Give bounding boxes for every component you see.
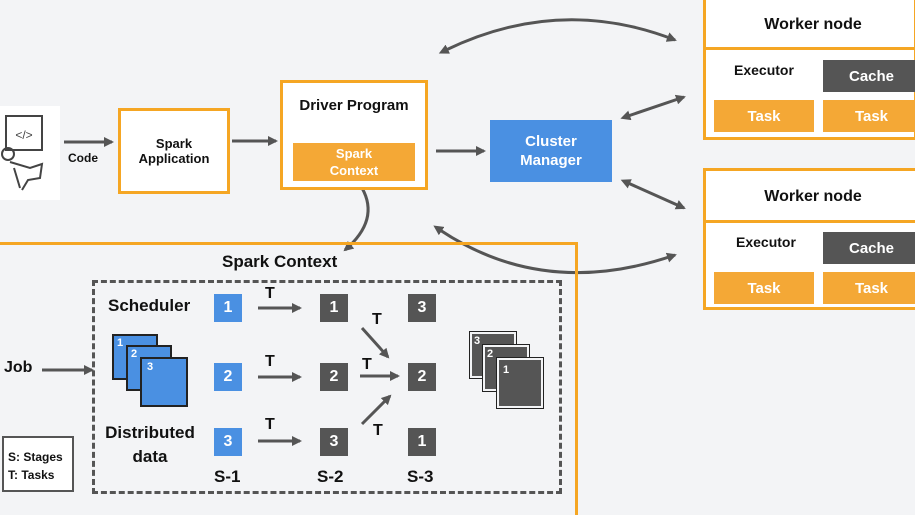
driver-program-title: Driver Program <box>299 97 409 114</box>
arrow-task-s2-1 <box>360 326 390 359</box>
output-block-1: 1 <box>496 357 544 409</box>
task-label-s2-3: T <box>373 422 383 439</box>
worker-node-1-cache: Cache <box>823 60 915 92</box>
output-block-2-label: 2 <box>487 348 494 360</box>
spark-context-chip-line2: Context <box>329 163 379 178</box>
stage3-block-bottom: 1 <box>408 428 436 456</box>
stage1-block-2: 2 <box>214 363 242 391</box>
stage-label-1: S-1 <box>214 467 241 486</box>
arrow-task-s2-3 <box>360 394 392 426</box>
output-block-1-label: 1 <box>503 364 510 376</box>
spark-application-box: Spark Application <box>118 108 230 194</box>
input-block-3-label: 3 <box>147 361 154 373</box>
output-block-3-label: 3 <box>474 335 481 347</box>
worker-node-2-executor: Executor <box>736 234 796 250</box>
cluster-manager-line2: Manager <box>520 152 582 169</box>
arrow-cluster-worker1 <box>620 94 686 121</box>
arrow-context-worker2 <box>433 225 677 275</box>
svg-text:</>: </> <box>15 128 32 142</box>
arrow-driver-worker1 <box>438 18 677 54</box>
spark-application-line1: Spark <box>155 136 193 151</box>
stage2-block-3: 3 <box>320 428 348 456</box>
code-label: Code <box>68 151 98 165</box>
job-label: Job <box>4 359 33 376</box>
stage3-block-top: 3 <box>408 294 436 322</box>
cluster-manager-box: Cluster Manager <box>490 120 612 182</box>
task-label-s2-1: T <box>372 311 382 328</box>
worker-node-1-title: Worker node <box>764 16 862 33</box>
worker-node-2-divider <box>706 220 915 223</box>
stage1-block-1: 1 <box>214 294 242 322</box>
worker-node-1-executor: Executor <box>734 62 794 78</box>
distributed-data-line1: Distributed <box>105 423 195 442</box>
scheduler-dashed-box <box>92 280 562 494</box>
driver-program-box: Driver Program Spark Context <box>280 80 428 190</box>
code-icon: </> <box>0 106 60 200</box>
task-label-s2-2: T <box>362 356 372 373</box>
worker-node-2-cache: Cache <box>823 232 915 264</box>
stage-label-2: S-2 <box>317 467 344 486</box>
distributed-data-line2: data <box>132 447 168 466</box>
stage2-block-1: 1 <box>320 294 348 322</box>
spark-application-line2: Application <box>138 151 210 166</box>
stage1-block-3: 3 <box>214 428 242 456</box>
worker-node-2-task-b: Task <box>823 272 915 304</box>
arrow-driver-to-context-panel <box>343 187 370 252</box>
spark-context-panel <box>0 242 578 515</box>
stage2-block-2: 2 <box>320 363 348 391</box>
legend-box: S: Stages T: Tasks <box>2 436 74 492</box>
worker-node-1: Worker node Executor Cache Task Task <box>703 0 915 140</box>
task-label-row3: T <box>265 416 275 433</box>
input-block-1-label: 1 <box>117 337 124 349</box>
scheduler-label: Scheduler <box>108 296 191 315</box>
legend-stages: S: Stages <box>8 450 63 464</box>
worker-node-2-title: Worker node <box>764 188 862 205</box>
legend-tasks: T: Tasks <box>8 468 55 482</box>
spark-context-panel-title: Spark Context <box>222 252 338 271</box>
distributed-data-label: Distributed data <box>98 421 202 469</box>
worker-node-2-task-a: Task <box>714 272 814 304</box>
cluster-manager-line1: Cluster <box>525 133 577 150</box>
input-block-3: 3 <box>140 357 188 407</box>
arrow-cluster-worker2 <box>620 179 686 210</box>
worker-node-2: Worker node Executor Cache Task Task <box>703 168 915 310</box>
task-label-row2: T <box>265 353 275 370</box>
spark-context-chip-line1: Spark <box>335 146 373 161</box>
input-block-2-label: 2 <box>131 348 138 360</box>
worker-node-1-task-a: Task <box>714 100 814 132</box>
worker-node-1-task-b: Task <box>823 100 915 132</box>
stage-label-3: S-3 <box>407 467 434 486</box>
spark-context-chip: Spark Context <box>293 143 415 181</box>
worker-node-1-divider <box>706 47 915 50</box>
stage3-block-middle: 2 <box>408 363 436 391</box>
task-label-row1: T <box>265 285 275 302</box>
